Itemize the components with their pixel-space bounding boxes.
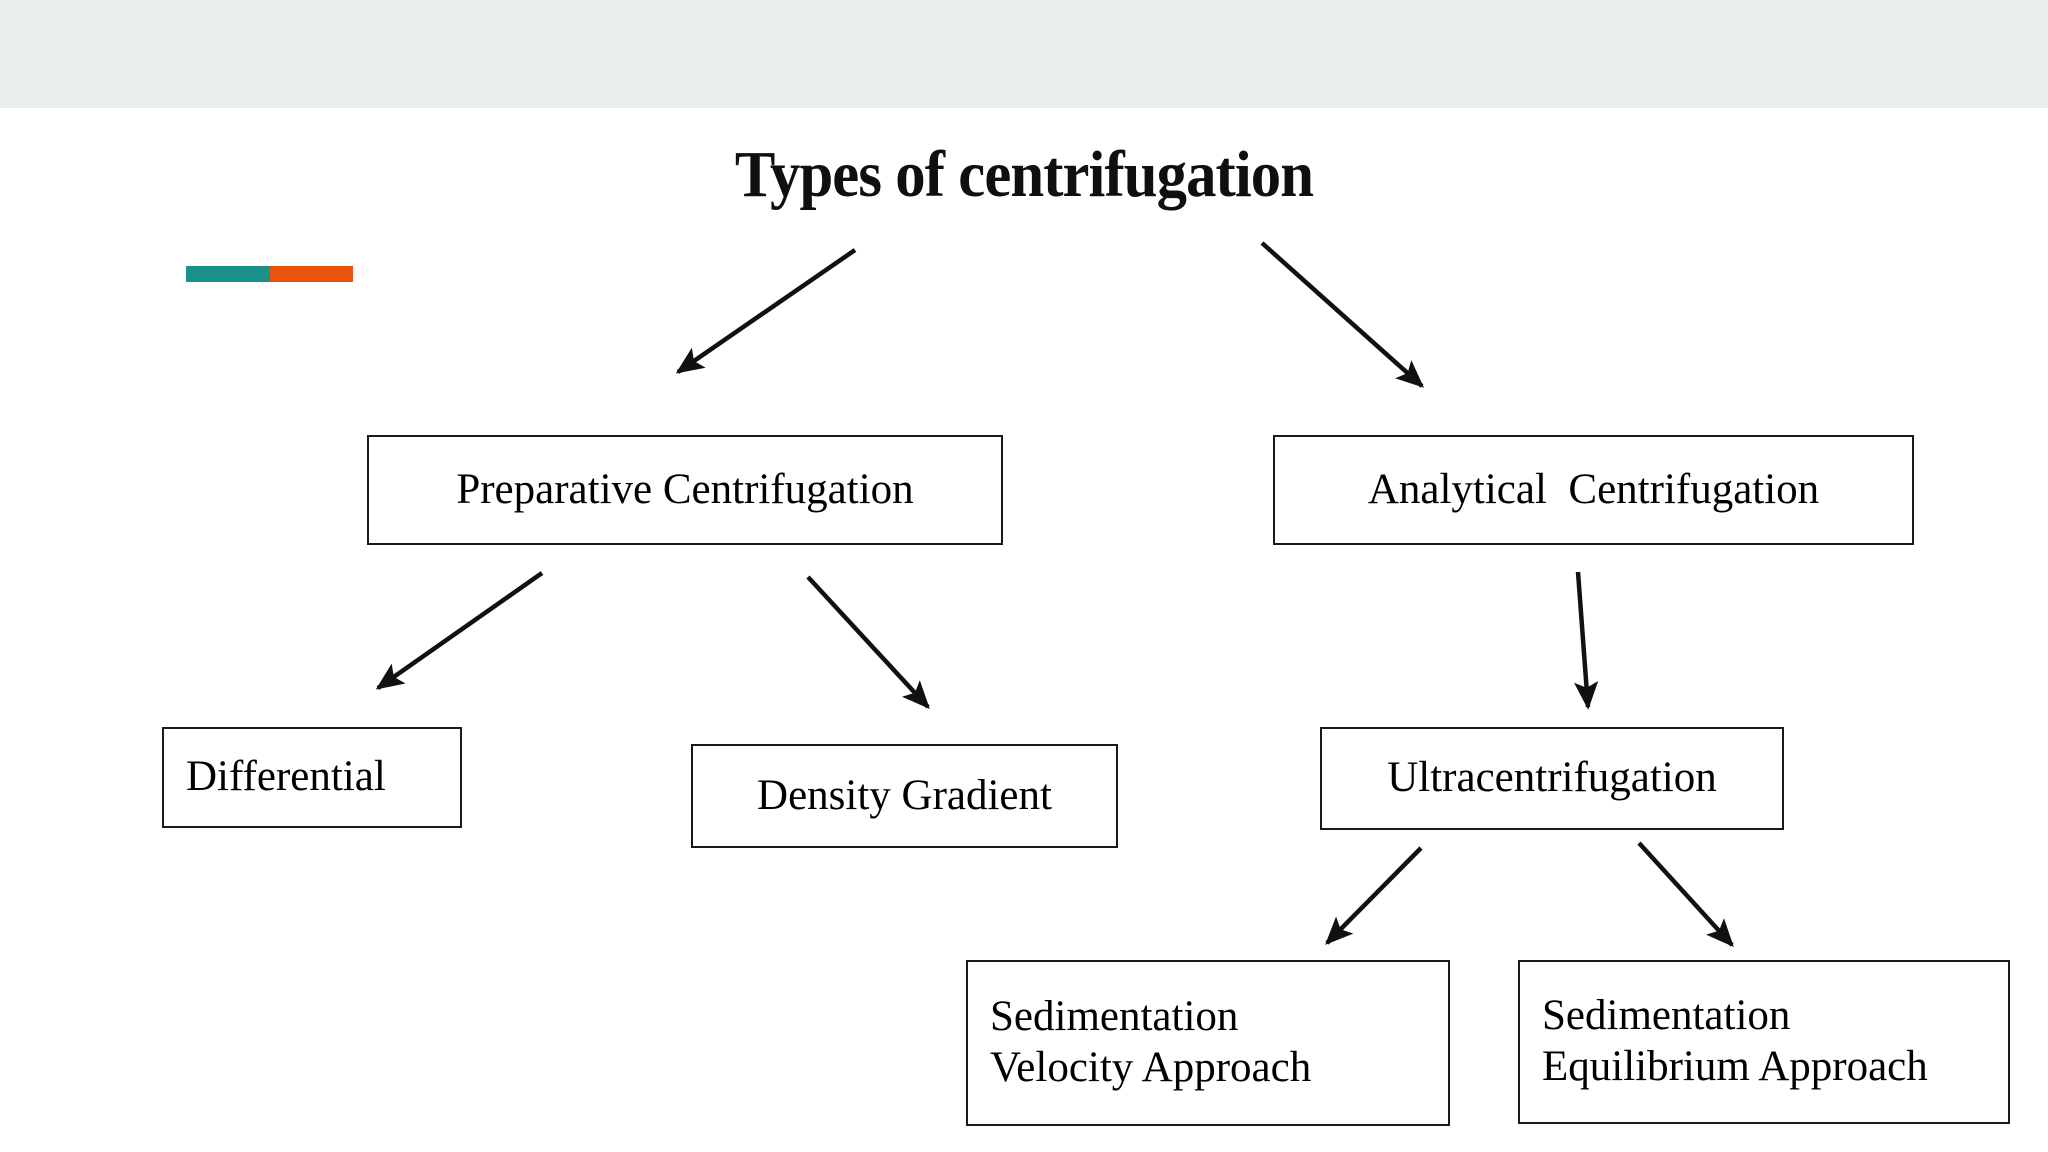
accent-bar-teal-segment: [186, 266, 270, 282]
header-band: [0, 0, 2048, 108]
page-title: Types of centrifugation: [734, 138, 1314, 211]
node-label: Preparative Centrifugation: [456, 465, 914, 513]
node-label: Sedimentation Velocity Approach: [990, 993, 1312, 1091]
accent-bar: [186, 266, 353, 282]
node-label: Sedimentation Equilibrium Approach: [1542, 992, 1928, 1090]
accent-bar-orange-segment: [270, 266, 353, 282]
node-label: Differential: [186, 753, 386, 801]
node-preparative-centrifugation[interactable]: Preparative Centrifugation: [367, 435, 1003, 545]
node-label: Density Gradient: [757, 771, 1052, 819]
node-sedimentation-equilibrium-approach[interactable]: Sedimentation Equilibrium Approach: [1518, 960, 2010, 1124]
node-label: Ultracentrifugation: [1387, 754, 1717, 802]
node-ultracentrifugation[interactable]: Ultracentrifugation: [1320, 727, 1784, 830]
node-sedimentation-velocity-approach[interactable]: Sedimentation Velocity Approach: [966, 960, 1450, 1126]
node-differential[interactable]: Differential: [162, 727, 462, 828]
node-label: Analytical Centrifugation: [1367, 465, 1820, 513]
node-analytical-centrifugation[interactable]: Analytical Centrifugation: [1273, 435, 1914, 545]
node-density-gradient[interactable]: Density Gradient: [691, 744, 1118, 848]
